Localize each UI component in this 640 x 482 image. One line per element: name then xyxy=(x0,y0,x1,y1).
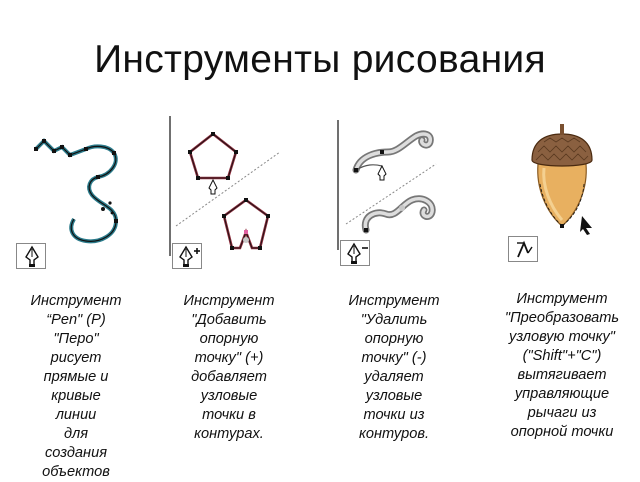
pen-tool-caption: Инструмент “Pen" (P) "Перо" рисует прямы… xyxy=(30,293,122,480)
delete-anchor-point-icon xyxy=(340,240,370,266)
add-anchor-caption: Инструмент "Добавить опорную точку" (+) … xyxy=(183,293,275,442)
slide-title: Инструменты рисования xyxy=(94,38,546,81)
delete-anchor-caption: Инструмент "Удалить опорную точку" (-) у… xyxy=(348,293,440,442)
add-anchor-illustration xyxy=(169,116,281,256)
acorn-illustration xyxy=(531,124,593,235)
add-anchor-point-icon xyxy=(172,243,202,269)
pen-tool-icon xyxy=(16,243,46,269)
delete-anchor-illustration xyxy=(337,120,437,250)
pen-path-illustration xyxy=(34,138,119,244)
convert-anchor-point-icon xyxy=(508,236,538,262)
convert-anchor-caption: Инструмент "Преобразовать узловую точку"… xyxy=(504,291,620,440)
